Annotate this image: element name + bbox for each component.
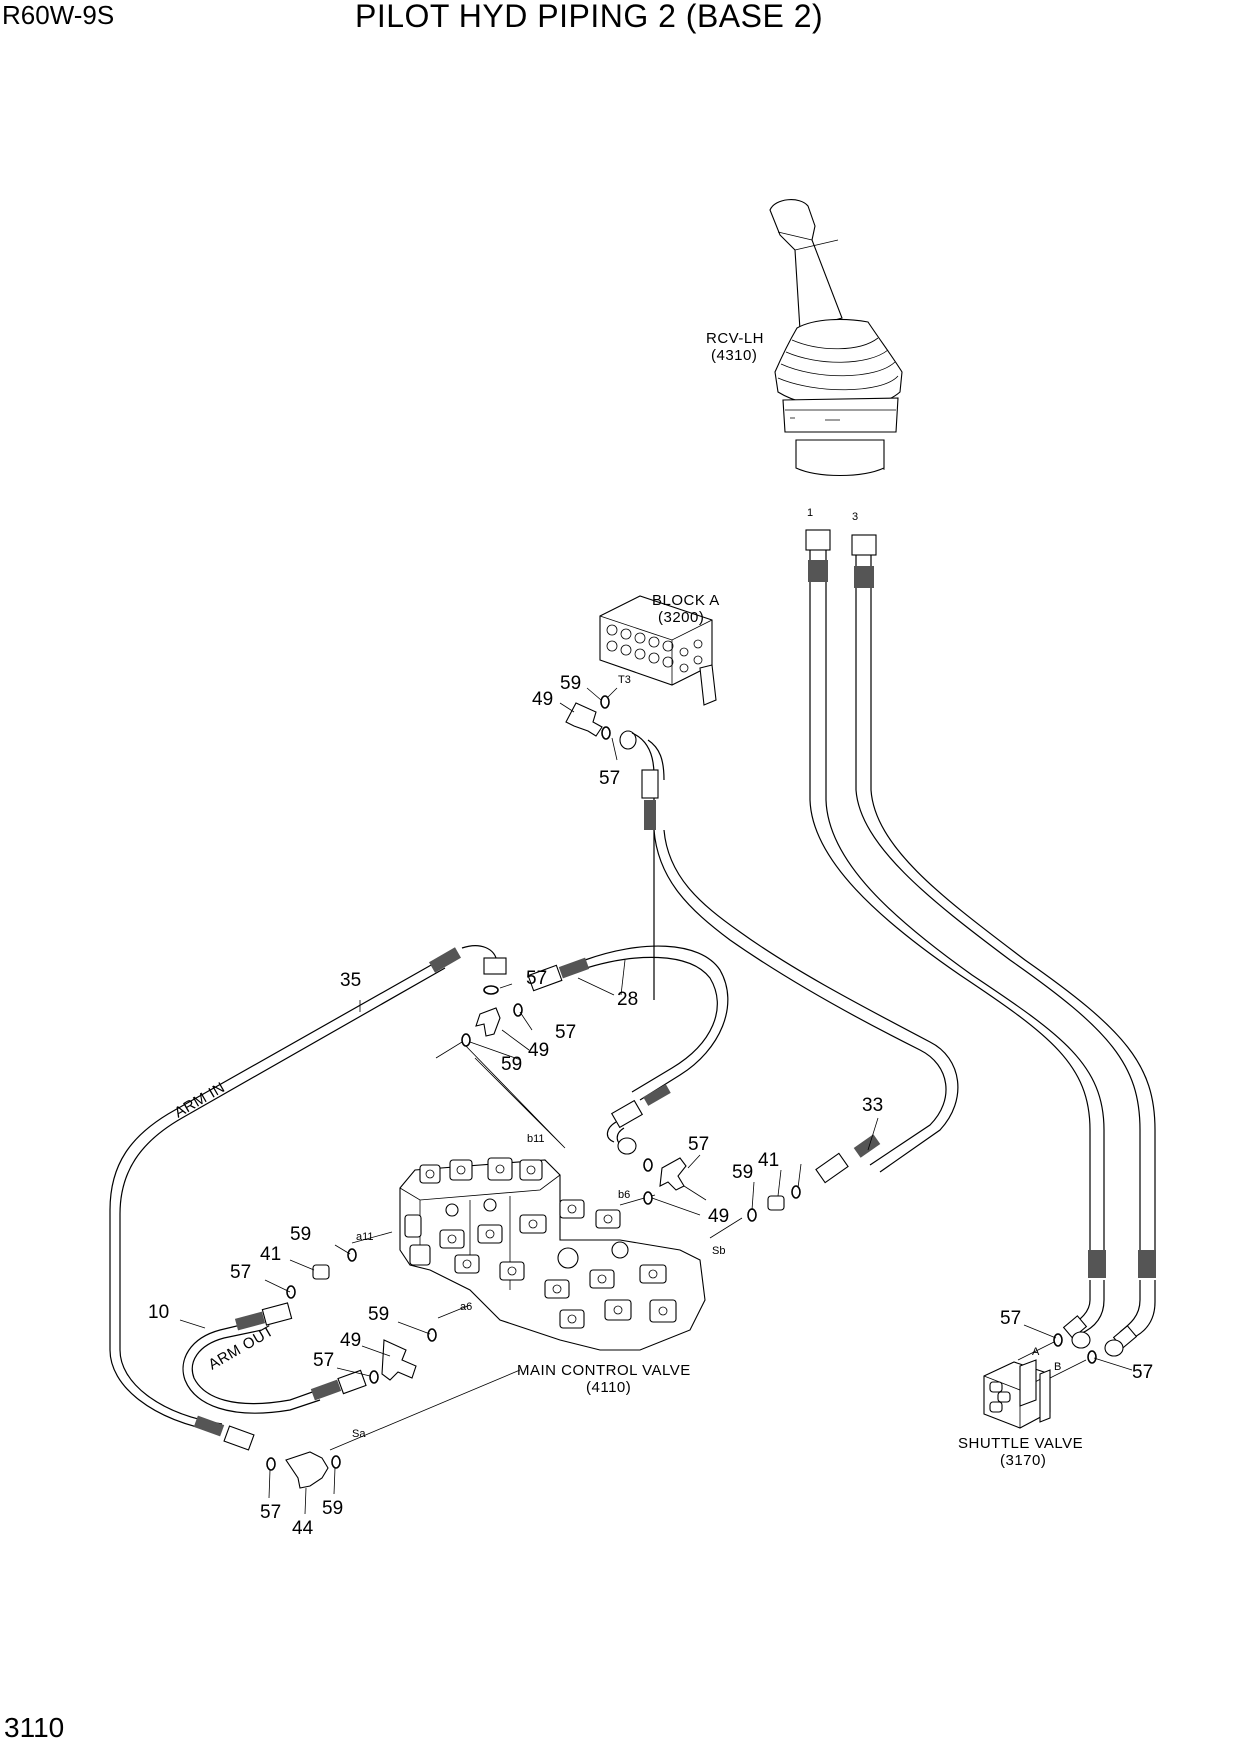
shuttle-valve-code: (3170) bbox=[1000, 1452, 1046, 1469]
callout-57-b11: 57 bbox=[526, 968, 547, 989]
rcv-port-1: 1 bbox=[807, 507, 813, 519]
callout-57-bottom: 57 bbox=[260, 1502, 281, 1523]
callout-57-shuttle-a: 57 bbox=[1000, 1308, 1021, 1329]
arm-out-label: ARM OUT bbox=[206, 1322, 277, 1373]
model-code: R60W-9S bbox=[2, 0, 115, 30]
shuttle-port-a: A bbox=[1032, 1346, 1040, 1358]
callout-10: 10 bbox=[148, 1302, 169, 1323]
callout-57-b6: 57 bbox=[688, 1134, 709, 1155]
callout-numbers: 59 49 57 35 57 28 57 59 49 33 57 41 59 4… bbox=[148, 673, 1153, 1539]
callout-35: 35 bbox=[340, 970, 361, 991]
mcv-port-b11: b11 bbox=[527, 1133, 545, 1145]
block-a-code: (3200) bbox=[658, 609, 704, 626]
mcv-port-sa: Sa bbox=[352, 1428, 366, 1440]
mcv-port-sb: Sb bbox=[712, 1245, 725, 1257]
page-number: 3110 bbox=[4, 1712, 65, 1743]
mcv-port-b6: b6 bbox=[618, 1189, 630, 1201]
rcv-to-shuttle-hoses bbox=[805, 529, 1156, 1357]
callout-59-a6: 59 bbox=[368, 1304, 389, 1325]
callout-49-b11: 49 bbox=[528, 1040, 549, 1061]
callout-49-b6: 49 bbox=[708, 1206, 729, 1227]
block-a-label: BLOCK A bbox=[652, 592, 720, 609]
rcv-label: RCV-LH bbox=[706, 330, 764, 347]
callout-57-shuttle-b: 57 bbox=[1132, 1362, 1153, 1383]
callout-leaders bbox=[179, 687, 1133, 1515]
main-control-valve bbox=[399, 1157, 706, 1351]
mcv-code: (4110) bbox=[586, 1379, 631, 1396]
page-title: PILOT HYD PIPING 2 (BASE 2) bbox=[355, 0, 824, 34]
mcv-label: MAIN CONTROL VALVE bbox=[517, 1362, 691, 1379]
callout-49-a6: 49 bbox=[340, 1330, 361, 1351]
shuttle-valve-label: SHUTTLE VALVE bbox=[958, 1435, 1083, 1452]
callout-57-b11b: 57 bbox=[555, 1022, 576, 1043]
shuttle-valve bbox=[983, 1359, 1051, 1429]
arm-in-label: ARM IN bbox=[172, 1079, 229, 1121]
rcv-port-3: 3 bbox=[852, 511, 858, 523]
block-a-fittings bbox=[565, 695, 665, 1000]
rcv-code: (4310) bbox=[711, 347, 757, 364]
callout-59-top: 59 bbox=[560, 673, 581, 694]
mcv-port-a11: a11 bbox=[356, 1231, 374, 1243]
block-a-port-t3: T3 bbox=[618, 674, 631, 686]
callout-59-bottom: 59 bbox=[322, 1498, 343, 1519]
arm-hoses bbox=[109, 945, 507, 1451]
callout-57-a6: 57 bbox=[313, 1350, 334, 1371]
callout-33: 33 bbox=[862, 1095, 883, 1116]
fittings bbox=[266, 985, 1097, 1489]
callout-57-top: 57 bbox=[599, 768, 620, 789]
callout-41-sb: 41 bbox=[758, 1150, 779, 1171]
callout-59-sb: 59 bbox=[732, 1162, 753, 1183]
rcv-lh-joystick bbox=[769, 199, 903, 477]
block-a bbox=[599, 595, 717, 706]
callout-49-top: 49 bbox=[532, 689, 553, 710]
callout-41-a11: 41 bbox=[260, 1244, 281, 1265]
callout-59-a11: 59 bbox=[290, 1224, 311, 1245]
callout-57-a11: 57 bbox=[230, 1262, 251, 1283]
callout-28: 28 bbox=[617, 989, 638, 1010]
shuttle-port-b: B bbox=[1054, 1361, 1061, 1373]
callout-44: 44 bbox=[292, 1518, 314, 1539]
hose-33-28 bbox=[527, 829, 959, 1184]
callout-59-b11: 59 bbox=[501, 1054, 522, 1075]
